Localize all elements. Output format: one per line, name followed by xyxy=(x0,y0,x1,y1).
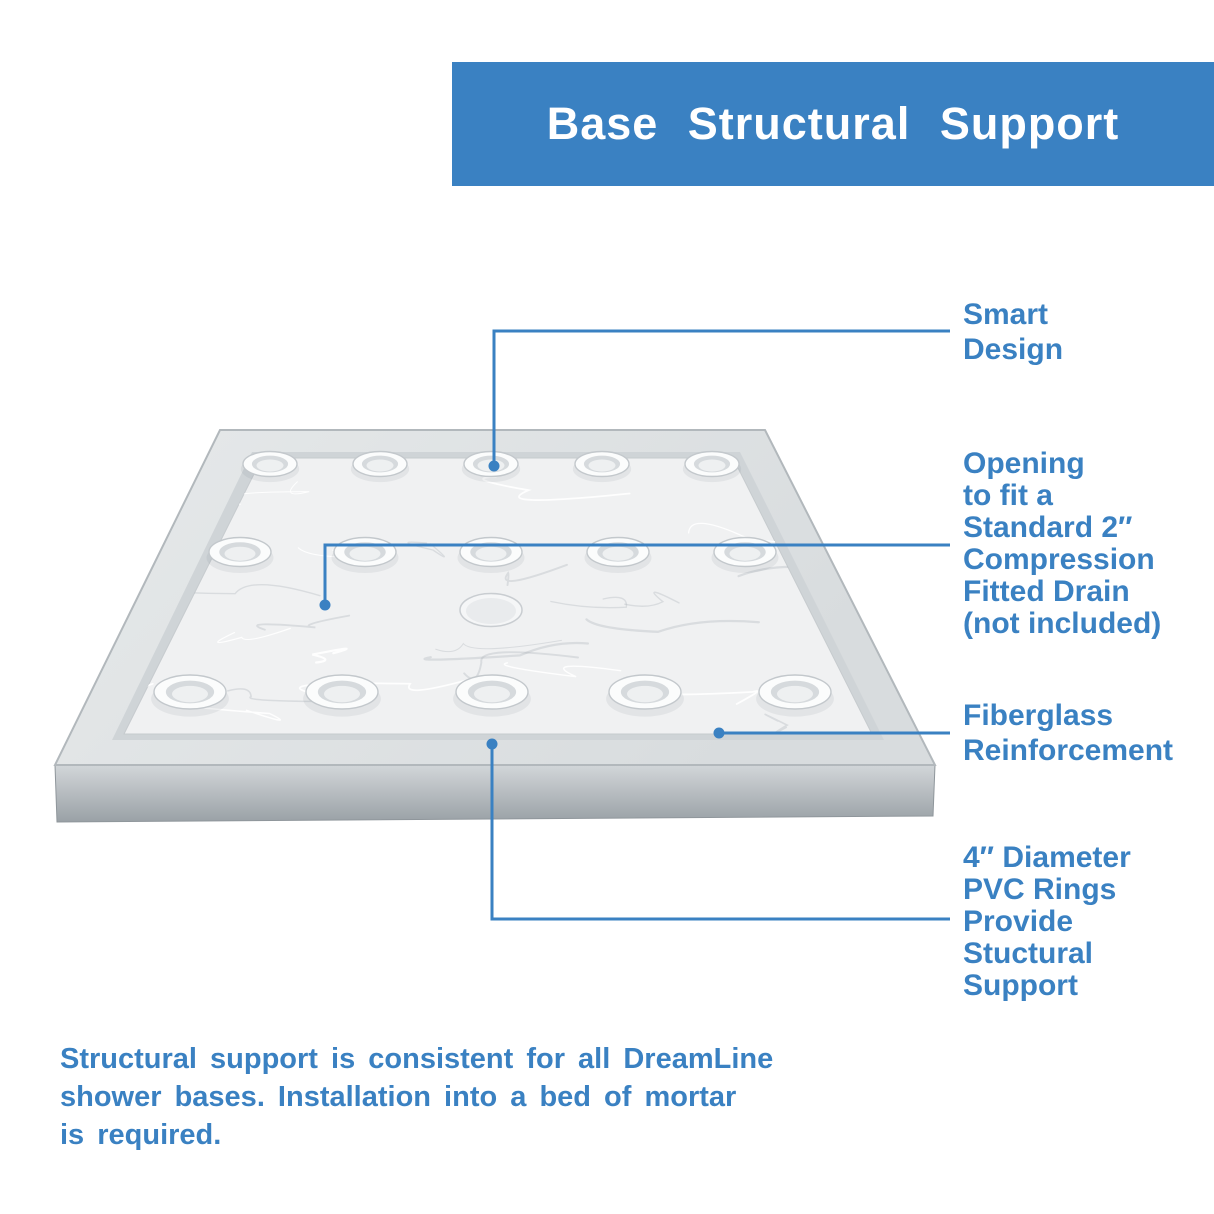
callout-lines xyxy=(319,329,950,921)
title-banner: Base Structural Support xyxy=(452,62,1214,186)
pvc-ring xyxy=(584,536,652,574)
pvc-ring xyxy=(331,536,399,574)
smart-design-callout-line xyxy=(492,329,950,466)
base-front-wall xyxy=(54,764,936,823)
page-title: Base Structural Support xyxy=(546,98,1120,149)
pvc-ring xyxy=(682,450,742,483)
pvc-ring xyxy=(572,450,632,483)
footer-note: Structural support is consistent for all… xyxy=(60,1043,774,1151)
pvc-ring xyxy=(350,450,410,483)
pvc-ring xyxy=(457,536,525,574)
pvc-ring xyxy=(151,674,229,717)
fiberglass-label: Fiberglass Reinforcement xyxy=(963,699,1174,767)
pvc-ring xyxy=(303,674,381,717)
shower-base-illustration xyxy=(53,429,937,823)
smart-design-callout-dot xyxy=(488,460,500,472)
pvc-ring xyxy=(453,674,531,717)
pvc-ring xyxy=(240,450,300,483)
drain-opening-label: Opening to fit a Standard 2″ Compression… xyxy=(963,447,1162,640)
pvc-rings xyxy=(151,450,834,717)
drain-opening xyxy=(459,592,523,628)
fiberglass-callout-dot xyxy=(713,727,725,739)
smart-design-label: Smart Design xyxy=(963,298,1064,366)
pvc-ring xyxy=(711,536,779,574)
pvc-rings-callout-dot xyxy=(486,738,498,750)
drain-opening-callout-dot xyxy=(319,599,331,611)
drain-opening-callout-line xyxy=(323,543,950,605)
pvc-ring xyxy=(606,674,684,717)
pvc-rings-label: 4″ Diameter PVC Rings Provide Stuctural … xyxy=(963,841,1131,1002)
pvc-rings-callout-line xyxy=(490,744,950,921)
pvc-ring xyxy=(756,674,834,717)
pvc-ring xyxy=(206,536,274,574)
